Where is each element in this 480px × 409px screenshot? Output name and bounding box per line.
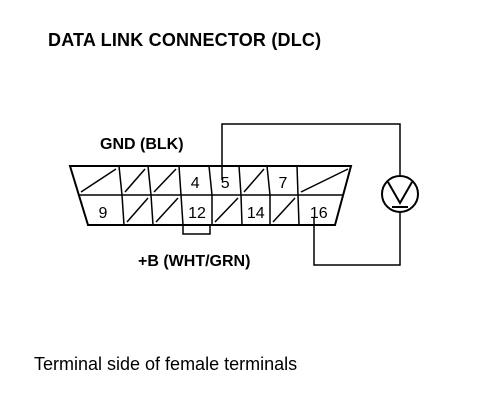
bottom-row-separator: [240, 194, 243, 226]
terminal-9-label: 9: [99, 205, 108, 222]
unused-terminal-hatch: [300, 168, 349, 193]
terminal-7-label: 7: [279, 175, 288, 192]
ground-wire: [221, 123, 401, 180]
top-row: 4 5 7: [80, 165, 349, 196]
top-row-separator: [178, 165, 182, 196]
unused-terminal-hatch: [126, 197, 149, 223]
terminal-4-label: 4: [191, 175, 200, 192]
unused-terminal-hatch: [155, 197, 179, 223]
top-row-separator: [238, 165, 242, 196]
top-row-separator: [296, 165, 299, 196]
unused-terminal-hatch: [80, 168, 117, 193]
bottom-row-separator: [150, 194, 154, 226]
connector-outline: [68, 165, 353, 226]
bottom-row-separator: [297, 194, 300, 226]
bottom-row-separator: [180, 194, 184, 226]
unused-terminal-hatch: [272, 197, 296, 223]
unused-terminal-hatch: [153, 168, 177, 193]
top-row-separator: [266, 165, 271, 196]
power-wire: [313, 212, 401, 266]
gnd-label: GND (BLK): [100, 136, 184, 153]
unused-terminal-hatch: [124, 168, 146, 193]
terminal-16-label: 16: [310, 205, 328, 222]
connector-tab: [182, 225, 211, 235]
terminal-12-label: 12: [188, 205, 206, 222]
diagram-caption: Terminal side of female terminals: [34, 354, 298, 374]
top-row-separator: [208, 165, 213, 196]
top-row-separator: [147, 165, 152, 196]
bottom-row: 9 12 14 16: [99, 194, 328, 226]
unused-terminal-hatch: [243, 168, 265, 193]
terminal-14-label: 14: [247, 205, 265, 222]
terminal-5-label: 5: [221, 175, 230, 192]
bottom-row-separator: [121, 194, 125, 226]
diagram-title: DATA LINK CONNECTOR (DLC): [48, 30, 322, 50]
top-row-separator: [118, 165, 123, 196]
voltmeter-icon: [381, 175, 419, 213]
power-label: +B (WHT/GRN): [138, 253, 250, 270]
unused-terminal-hatch: [214, 197, 239, 223]
